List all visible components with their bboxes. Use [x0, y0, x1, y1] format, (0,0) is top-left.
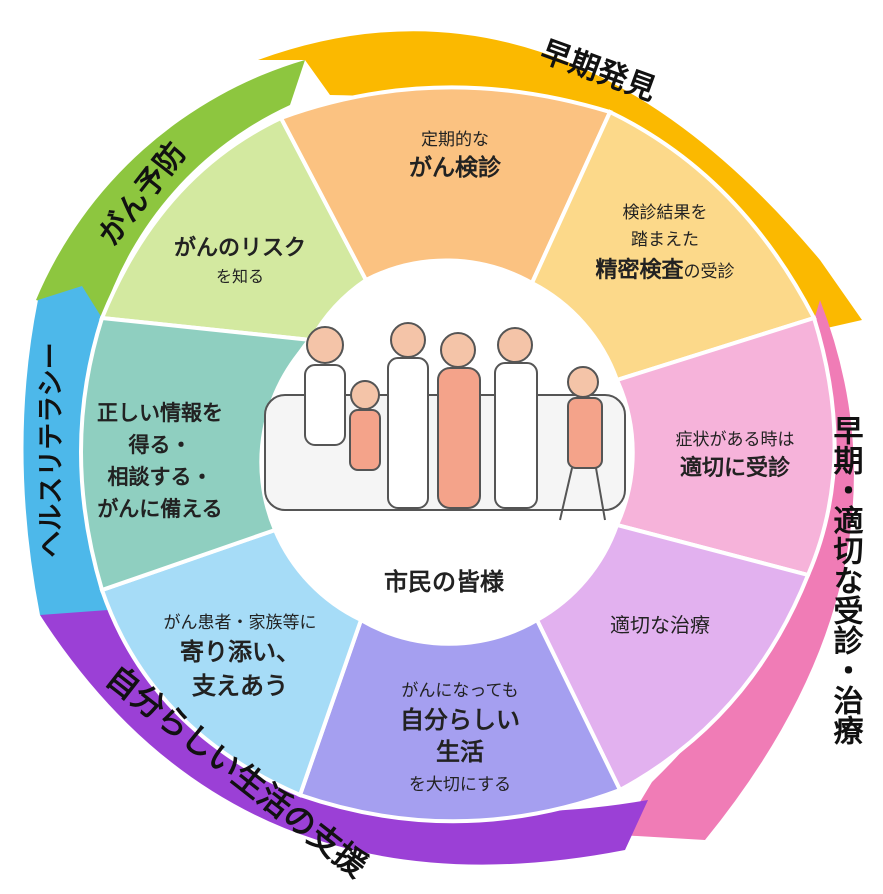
- segment-treatment: [534, 522, 811, 793]
- know-risk-line2: を知る: [216, 267, 264, 286]
- info-line3: 相談する・: [108, 465, 213, 489]
- segment-detailed-exam: [529, 109, 817, 383]
- ring-prevention: [36, 60, 305, 318]
- family-illustration: [264, 322, 626, 521]
- detailed-exam-line3: 精密検査の受診: [595, 257, 734, 283]
- own-life-line2: 自分らしい: [400, 706, 520, 734]
- ring-label-health-literacy: ヘルスリテラシー: [36, 342, 67, 557]
- see-doctor-line1: 症状がある時は: [676, 430, 795, 450]
- detailed-exam-line2: 踏まえた: [631, 230, 699, 250]
- support-line1: がん患者・家族等に: [164, 613, 317, 633]
- regular-screening-line2: がん検診: [409, 154, 502, 181]
- see-doctor-line2: 適切に受診: [680, 455, 791, 481]
- detailed-exam-line1: 検診結果を: [623, 203, 708, 223]
- info-line1: 正しい情報を: [97, 401, 223, 425]
- center-label: 市民の皆様: [384, 568, 505, 596]
- support-line2: 寄り添い、: [180, 638, 300, 666]
- ring-label-early-treatment: 早期・適切な受診・治療: [828, 415, 864, 745]
- own-life-line4: を大切にする: [409, 775, 511, 795]
- own-life-line1: がんになっても: [401, 681, 518, 701]
- segment-support: [99, 527, 364, 798]
- know-risk-line1: がんのリスク: [174, 235, 306, 261]
- info-line2: 得る・: [128, 433, 192, 457]
- regular-screening-line1: 定期的な: [421, 130, 489, 150]
- treatment-line1: 適切な治療: [610, 613, 710, 637]
- own-life-line3: 生活: [436, 738, 484, 766]
- info-line4: がんに備える: [97, 497, 222, 521]
- support-line3: 支えあう: [192, 672, 288, 700]
- segment-know-risk: [99, 115, 369, 343]
